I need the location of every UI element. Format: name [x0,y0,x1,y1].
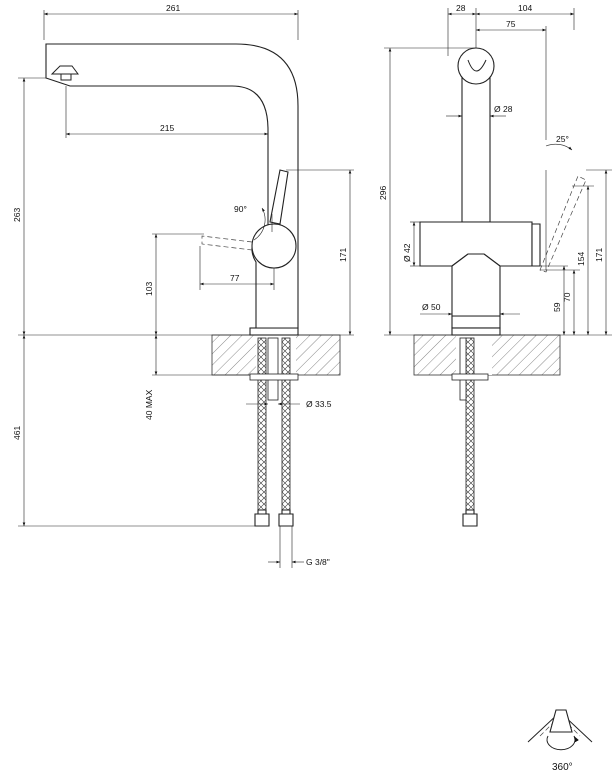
dim-deck-thickness: 40 MAX [144,389,154,420]
dim-width-total: 261 [166,3,180,13]
rotation-icon: 360° [527,709,593,773]
dim-body-diameter: Ø 42 [402,243,412,262]
dim-side-lever-angle: 25° [556,134,569,144]
dim-spout-offset: 75 [506,19,516,29]
hose-right [281,337,291,515]
side-lever-dashed [539,175,587,273]
dim-lever-axis-height: 103 [144,282,154,296]
side-hose-fitting [462,509,478,527]
dim-lever-reach: 77 [230,273,240,283]
side-threaded-rod [459,337,467,401]
dim-spout-diameter: Ø 28 [494,104,513,114]
base-ring-right [451,327,501,336]
hose-fitting-right [278,509,294,527]
spout-outlet-detail [467,59,487,72]
spout-column [461,59,491,223]
dim-hose-length: 461 [12,426,22,440]
base-plate-right [451,315,501,329]
dim-side-lever-max: 171 [594,248,604,262]
dim-side-height-total: 296 [378,186,388,200]
aerator-outlet [60,73,72,81]
lever-pivot [251,223,297,269]
dim-side-lever-low: 70 [562,292,572,302]
base-plate-left [249,327,299,336]
dim-depth-total: 104 [518,3,532,13]
lever-handle [269,169,289,225]
side-nut [451,373,489,381]
side-lever [531,223,541,267]
dim-shank-diameter: Ø 33.5 [306,399,332,409]
dim-side-base-height: 59 [552,302,562,312]
dim-lever-height: 171 [338,248,348,262]
tap-body [45,43,299,329]
dim-side-lever-mid: 154 [576,252,586,266]
dim-top-offset: 28 [456,3,466,13]
hose-left [257,337,267,515]
spout-head [457,47,495,85]
dim-height-total: 263 [12,208,22,222]
neck [451,253,501,317]
fixing-nut [249,373,299,381]
side-view: 28 104 75 Ø 28 25° 296 Ø 42 Ø 50 171 [378,3,612,527]
threaded-rod [267,337,279,401]
lever-lowered-outline [201,235,253,251]
side-hose [465,337,475,515]
hose-fitting-left [254,509,270,527]
dim-base-diameter: Ø 50 [422,302,441,312]
rotation-label: 360° [552,762,573,773]
dim-lever-angle: 90° [234,204,247,214]
front-view: 261 215 90° 77 263 171 103 40 MAX [12,3,354,568]
dim-thread: G 3/8" [306,557,330,567]
dim-spout-reach: 215 [160,123,174,133]
